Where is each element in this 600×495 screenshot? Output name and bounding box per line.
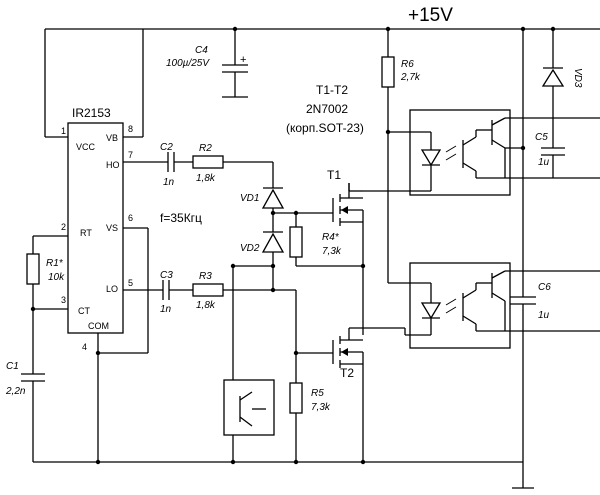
capacitor-c6 [510, 290, 536, 312]
com-wire [95, 227, 149, 462]
pin-rt: RT [80, 228, 92, 238]
diode-vd2 [261, 226, 285, 290]
supply-label: +15V [408, 5, 453, 26]
r6-name: R6 [401, 59, 414, 70]
pin-number-7: 7 [128, 150, 133, 160]
c4-name: C4 [195, 45, 208, 56]
capacitor-c5 [541, 118, 565, 178]
transistor-part-line1: T1-T2 [316, 83, 348, 97]
c3-value: 1n [160, 304, 172, 315]
pin-number-6: 6 [128, 213, 133, 223]
vb-wire [123, 29, 144, 138]
transistor-part-line3: (корп.SOT-23) [286, 121, 364, 135]
c2-name: C2 [160, 142, 173, 153]
optocoupler-upper [409, 109, 600, 196]
diode-vd1 [261, 187, 308, 226]
resistor-r5 [289, 353, 303, 462]
c1-name: C1 [6, 361, 19, 372]
transistor-part-line2: 2N7002 [306, 102, 348, 116]
t2-label: T2 [340, 366, 354, 380]
ground-rail [33, 455, 534, 489]
c6-name: C6 [538, 282, 551, 293]
pin-ct: CT [78, 306, 90, 316]
c3-name: C3 [160, 270, 173, 281]
r1-name: R1* [46, 258, 64, 269]
pin-number-2: 2 [61, 222, 66, 232]
pin-vs: VS [106, 223, 118, 233]
rt-ct-network [21, 235, 68, 462]
right-bus [520, 29, 526, 455]
r4-value: 7,3k [322, 246, 342, 257]
r4-name: R4* [322, 232, 340, 243]
pin-vb: VB [106, 133, 118, 143]
r3-name: R3 [199, 271, 212, 282]
resistor-r6 [348, 29, 432, 336]
vd3-label: VD3 [572, 68, 583, 88]
c2-value: 1n [163, 177, 175, 188]
supply-rail [44, 26, 600, 138]
pin-number-4: 4 [82, 342, 87, 352]
lo-path [123, 280, 333, 356]
r5-name: R5 [311, 388, 324, 399]
mosfet-t2 [332, 327, 405, 462]
pin-number-8: 8 [128, 124, 133, 134]
mosfet-t1 [308, 183, 364, 335]
t1-label: T1 [327, 168, 341, 182]
pin-number-3: 3 [61, 295, 66, 305]
diode-vd3 [541, 29, 565, 118]
r6-value: 2,7k [400, 72, 421, 83]
r3-value: 1,8k [196, 300, 216, 311]
r5-value: 7,3k [311, 402, 331, 413]
pin-ho: HO [106, 160, 120, 170]
c4-plus: + [240, 54, 246, 66]
c4-value: 100µ/25V [166, 58, 210, 69]
pin-number-5: 5 [128, 278, 133, 288]
pin-lo: LO [106, 284, 118, 294]
c6-value: 1u [538, 310, 550, 321]
r2-value: 1,8k [196, 173, 216, 184]
pin-number-1: 1 [61, 126, 66, 136]
vd2-label: VD2 [240, 243, 260, 254]
c5-value: 1u [538, 157, 550, 168]
optocoupler-lower [409, 262, 600, 349]
output-transistor-lower [223, 263, 276, 462]
vd1-label: VD1 [240, 193, 259, 204]
pin-vcc: VCC [76, 142, 96, 152]
ho-path [123, 152, 274, 188]
r2-name: R2 [199, 143, 212, 154]
r1-value: 10k [48, 272, 65, 283]
pin-com: COM [88, 321, 109, 331]
c5-name: C5 [535, 132, 548, 143]
capacitor-c4: + [222, 29, 248, 98]
ic-name: IR2153 [72, 106, 111, 120]
frequency-label: f=35Кгц [160, 211, 202, 225]
c1-value: 2,2n [5, 386, 26, 397]
